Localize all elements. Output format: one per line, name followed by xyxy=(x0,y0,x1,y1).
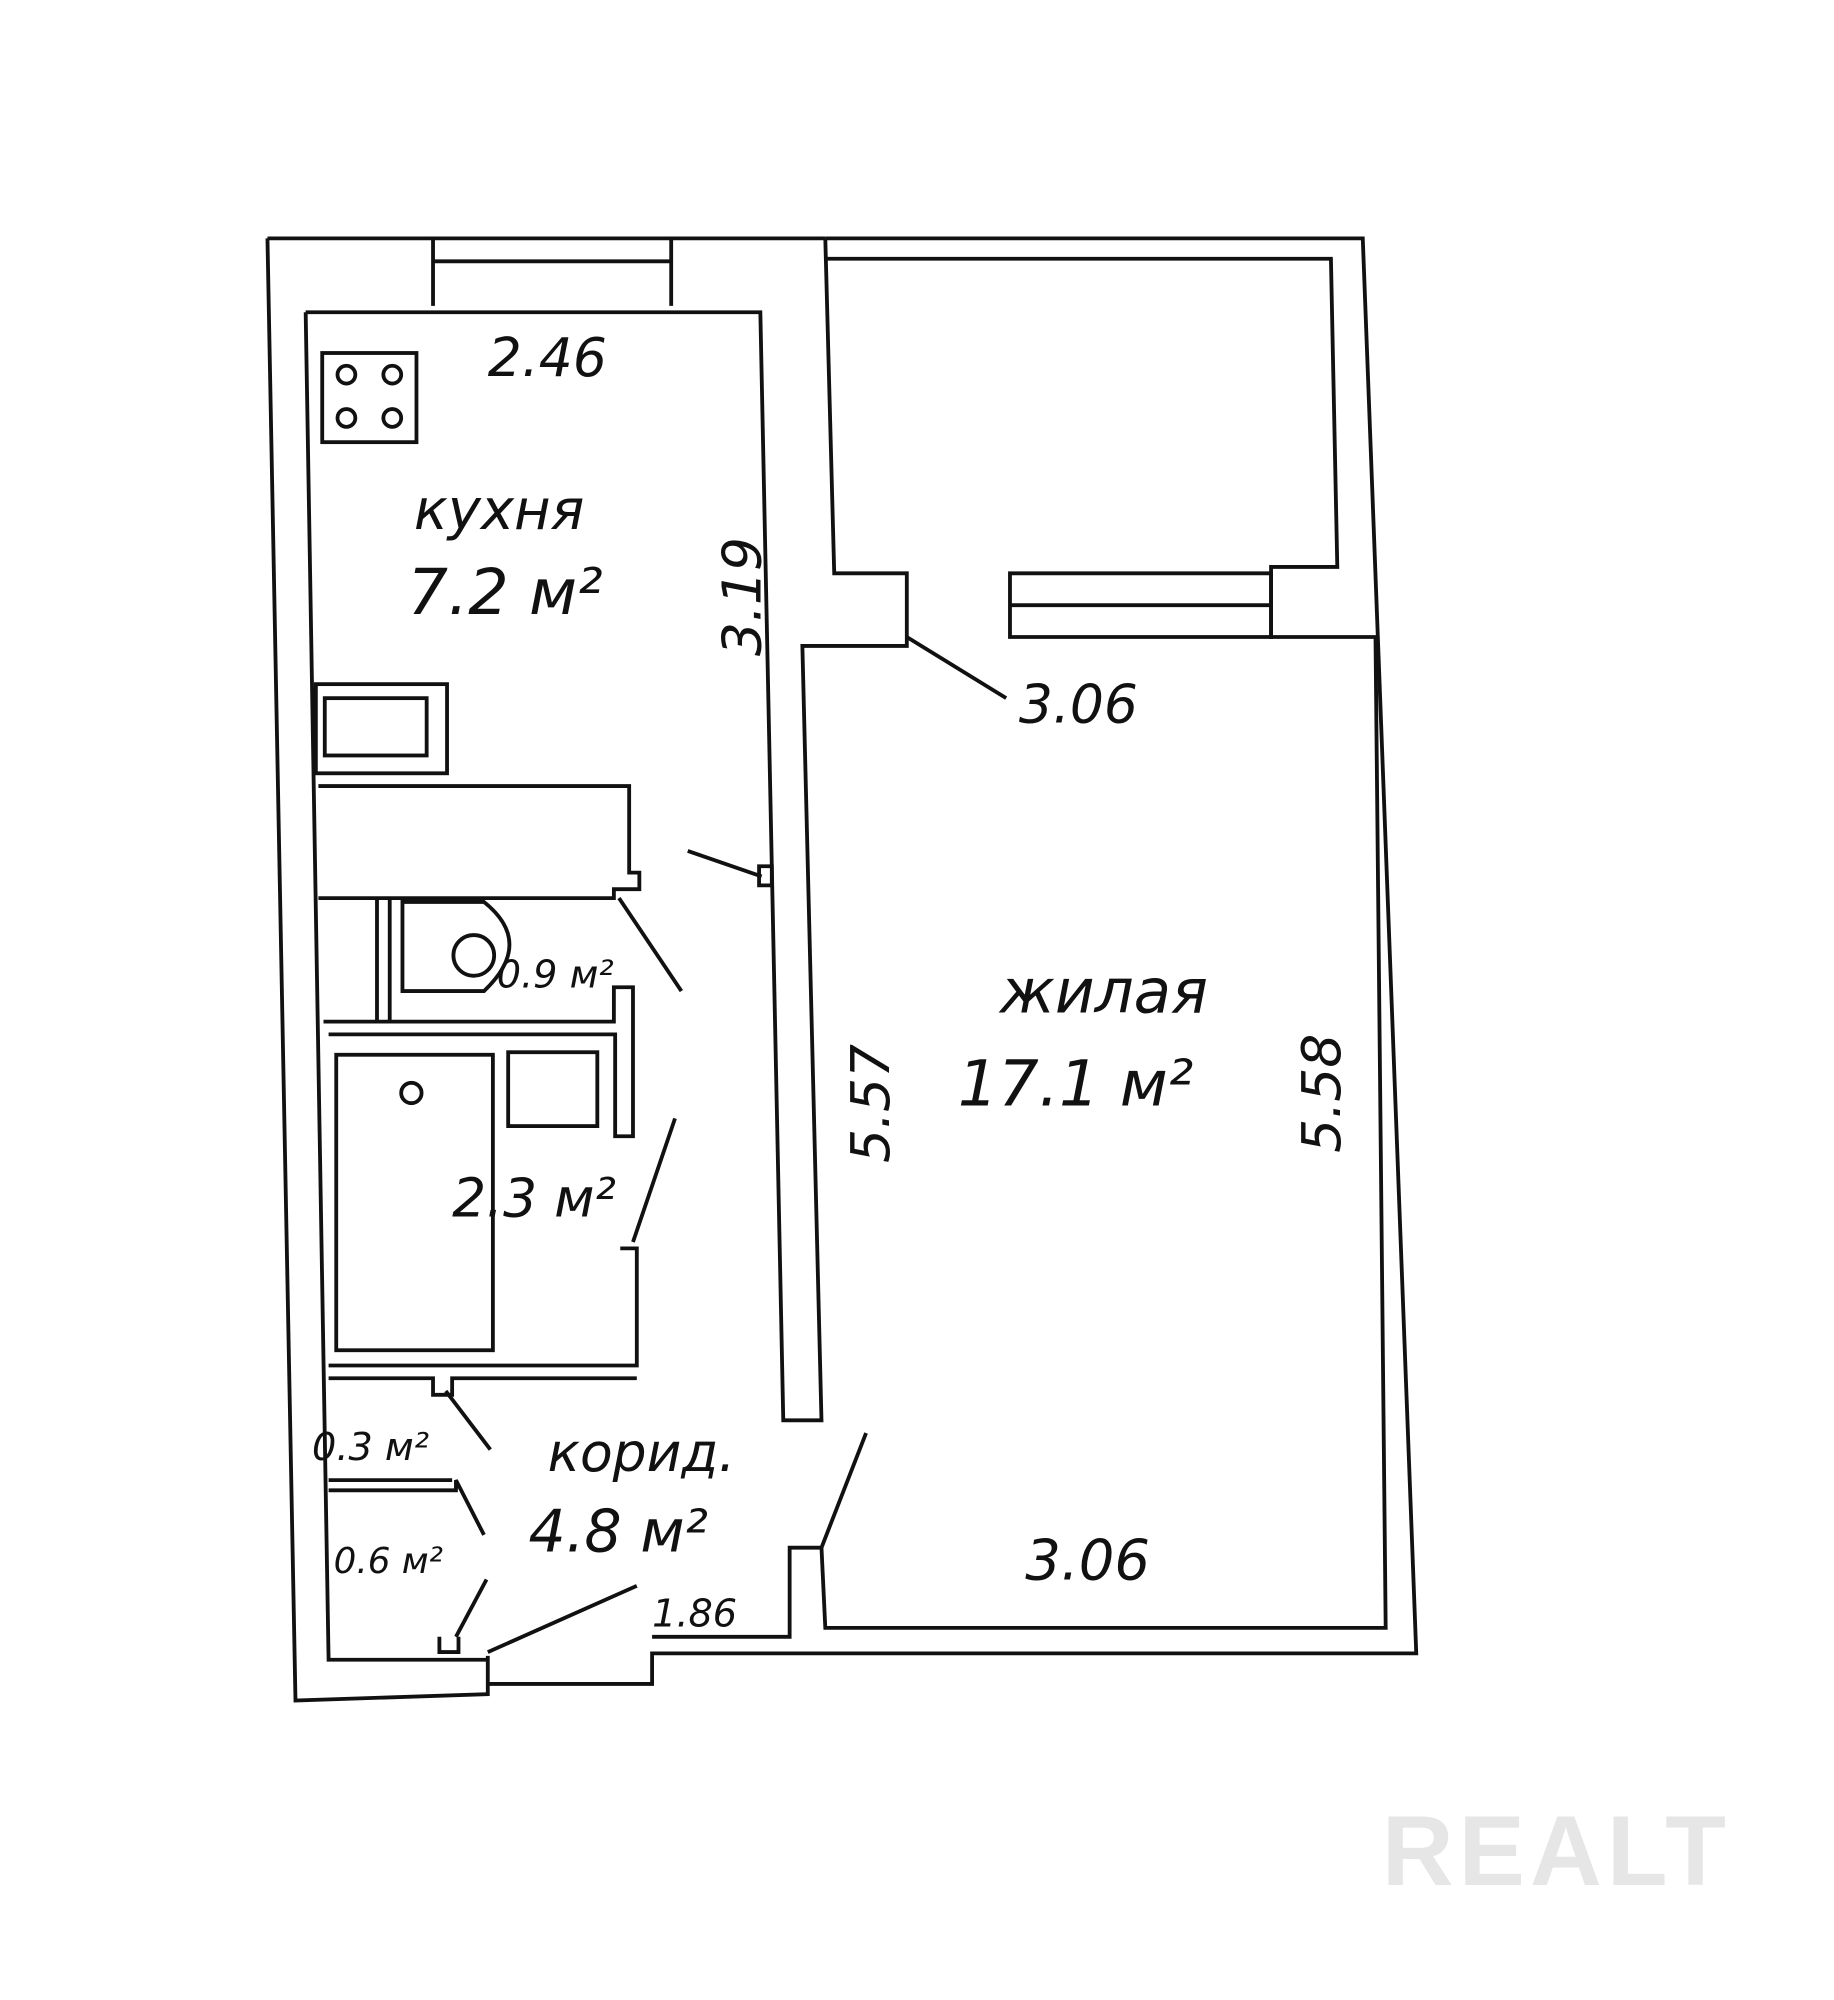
kitchen-area: 7.2 м² xyxy=(408,556,603,630)
watermark-logo: REALT xyxy=(1382,1796,1731,1907)
room-labels: кухня 7.2 м² жилая 17.1 м² 0.9 м² 2.3 м²… xyxy=(312,478,1208,1582)
corridor-area: 4.8 м² xyxy=(529,1497,708,1565)
living-name: жилая xyxy=(998,957,1208,1028)
dim-living-right: 5.58 xyxy=(1290,1034,1353,1153)
washbasin-icon xyxy=(506,1050,600,1128)
dim-living-left: 5.57 xyxy=(839,1044,902,1163)
sink-icon xyxy=(313,682,449,776)
corridor-name: корид. xyxy=(548,1421,736,1484)
toilet-area: 0.9 м² xyxy=(497,953,614,997)
bathtub-icon xyxy=(334,1052,495,1353)
dim-kitchen-width: 2.46 xyxy=(488,326,607,389)
walls xyxy=(265,236,1419,1703)
stove-icon xyxy=(320,351,419,445)
closet-small-area: 0.3 м² xyxy=(312,1426,429,1470)
dimension-labels: 2.46 3.19 3.06 5.57 5.58 3.06 1.86 xyxy=(488,326,1353,1637)
dim-corridor: 1.86 xyxy=(652,1593,737,1637)
toilet-icon xyxy=(400,900,512,993)
living-area: 17.1 м² xyxy=(958,1048,1194,1122)
dim-living-bottom: 3.06 xyxy=(1025,1528,1150,1593)
dim-living-top: 3.06 xyxy=(1019,672,1138,735)
closet-area: 0.6 м² xyxy=(334,1541,443,1582)
dim-kitchen-length: 3.19 xyxy=(710,537,773,656)
bathroom-area: 2.3 м² xyxy=(452,1167,616,1230)
kitchen-name: кухня xyxy=(414,478,584,543)
